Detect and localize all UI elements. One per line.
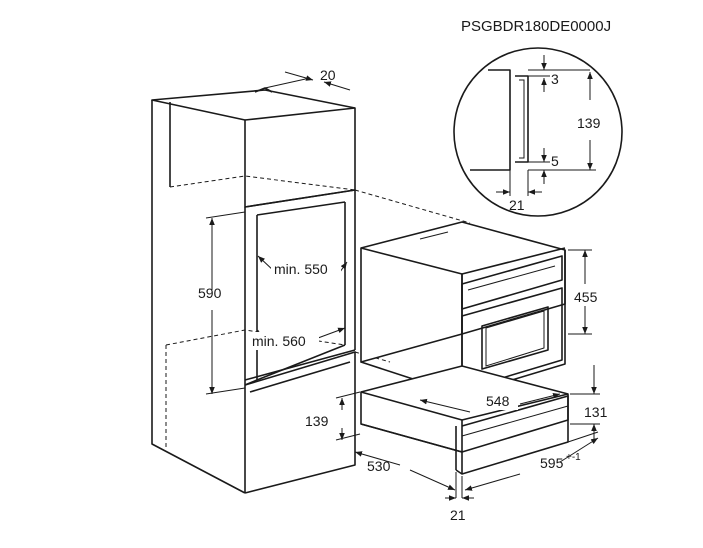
dim-top-depth: 20 xyxy=(320,67,336,83)
dim-cabinet-depth: 530 xyxy=(367,458,391,474)
dim-drawer-height: 131 xyxy=(584,404,608,420)
dim-min-width: min. 560 xyxy=(252,333,306,349)
detail-depth: 21 xyxy=(509,197,525,213)
detail-circle xyxy=(453,47,623,217)
tall-cabinet xyxy=(151,87,471,494)
niche-bottom-inner xyxy=(256,344,346,381)
detail-bottom-gap: 5 xyxy=(551,153,559,169)
hidden-projection-top xyxy=(354,189,471,224)
appliance-body xyxy=(360,221,566,363)
model-code: PSGBDR180DE0000J xyxy=(461,18,611,35)
lower-door xyxy=(244,351,356,494)
detail-height: 139 xyxy=(577,115,601,131)
dim-width-tolerance: +-1 xyxy=(566,452,581,463)
control-strip xyxy=(461,255,563,310)
drawer-body xyxy=(360,365,569,453)
control-strip-line xyxy=(467,265,556,291)
cabinet-left-edge xyxy=(151,100,246,494)
appliance-dimensions: 455 548 131 530 595 +-1 21 xyxy=(354,249,608,523)
dim-niche-height: 590 xyxy=(198,285,222,301)
lower-door-top-inner xyxy=(249,361,351,393)
dim-gap-bottom: 21 xyxy=(450,507,466,523)
detail-cabinet-profile xyxy=(470,69,511,171)
hidden-shelf-top xyxy=(169,175,356,191)
detail-appliance-frame xyxy=(515,75,529,163)
cabinet-top-front-edge xyxy=(244,107,356,121)
detail-view: PSGBDR180DE0000J 3 139 5 21 xyxy=(453,18,623,217)
dim-min-depth: min. 550 xyxy=(274,261,328,277)
door-window-inner xyxy=(485,310,545,367)
dim-appliance-depth: 548 xyxy=(486,393,510,409)
top-vent xyxy=(419,231,449,240)
dim-appliance-height: 455 xyxy=(574,289,598,305)
niche-bottom xyxy=(244,349,356,381)
drawer-bottom-left xyxy=(360,423,463,453)
dim-drawer-niche-height: 139 xyxy=(305,413,329,429)
door-window xyxy=(481,306,549,370)
drawer xyxy=(360,365,569,475)
niche-top xyxy=(244,189,356,208)
detail-top-gap: 3 xyxy=(551,71,559,87)
cabinet-top-box xyxy=(151,89,356,208)
detail-frame-inner xyxy=(519,79,525,159)
cabinet-dimensions: 20 590 min. 550 min. 560 139 xyxy=(198,67,361,441)
dim-appliance-width: 595 xyxy=(540,455,564,471)
niche-top-inner xyxy=(256,201,346,216)
hidden-projection-mid xyxy=(354,351,391,363)
niche-floor-edge xyxy=(244,379,258,386)
drawer-handle-line xyxy=(461,405,569,437)
